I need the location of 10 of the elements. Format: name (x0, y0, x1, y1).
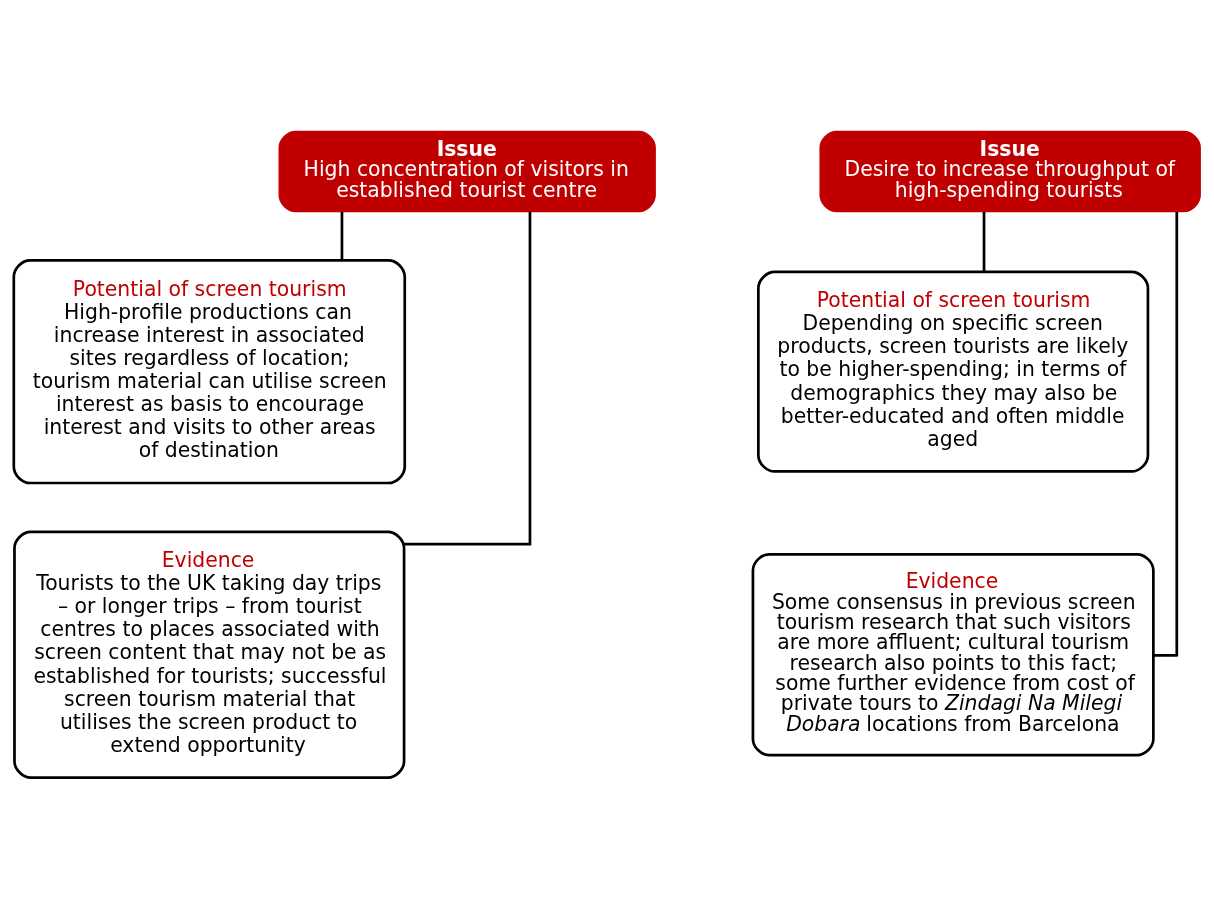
connector (404, 211, 532, 546)
node-box: Issue High concentration of visitors in established tourist centre (278, 130, 656, 213)
connector (1153, 211, 1179, 657)
node-box: Potential of screen tourism Depending on specific screen products, screen tourists are likely to be higher-spending; in terms of demographics they may also be better-educated and often middle aged (757, 270, 1150, 473)
node-box: Evidence Some consensus in previous screen tourism research that such visitors are more affluent; cultural tourism research also points to this fact; some further evidence from cost of private tours to Zindagi Na Milegi Dobara locations from Barcelona (751, 552, 1155, 757)
node-box: Potential of screen tourism High-profile productions can increase interest in associated sites regardless of location; tourism material can utilise screen interest as basis to encourage interest and visits to other areas of destination (12, 259, 407, 485)
connector (982, 212, 986, 272)
connector (340, 212, 344, 261)
node-box: Issue Desire to increase throughput of high-spending tourists (819, 130, 1201, 213)
node-box: Evidence Tourists to the UK taking day trips – or longer trips – from tourist centres to places associated with screen content that may not be as established for tourists; successful screen tourism material that utilises the screen product to extend opportunity (13, 530, 406, 779)
